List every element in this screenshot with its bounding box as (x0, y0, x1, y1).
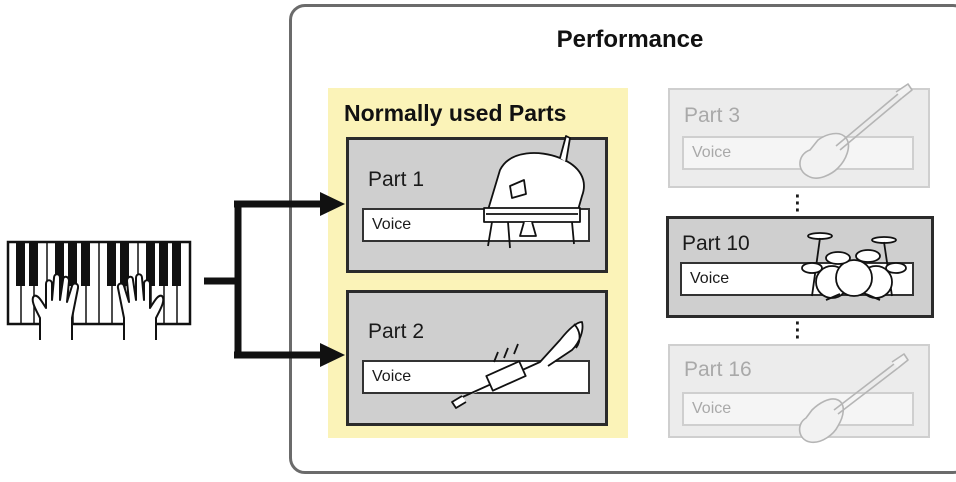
trumpet-icon (451, 321, 584, 409)
routing-arrows (204, 200, 322, 359)
performance-title: Performance (556, 26, 704, 53)
part-16-voice-field: Voice (682, 392, 914, 426)
normal-parts-title: Normally used Parts (344, 100, 567, 126)
part-3-voice-field: Voice (682, 136, 914, 170)
part-10-label: Part 10 (682, 232, 750, 255)
electric-guitar-icon (799, 83, 913, 179)
ellipsis-lower: ··· (794, 313, 802, 349)
part-3-label: Part 3 (684, 104, 741, 127)
left-hand-icon (31, 273, 80, 340)
bass-guitar-icon (798, 353, 909, 444)
arrow-to-part-2 (320, 343, 345, 367)
grand-piano-icon (483, 135, 585, 249)
part-2-voice-field: Voice (362, 360, 590, 394)
part-2-box (346, 290, 608, 426)
arrow-to-part-1 (320, 192, 345, 216)
right-hand-icon (116, 273, 165, 340)
drum-kit-icon (801, 232, 907, 301)
keyboard-icon (6, 240, 192, 326)
part-16-label: Part 16 (684, 358, 752, 381)
ellipsis-upper: ··· (794, 186, 802, 222)
part-1-label: Part 1 (368, 168, 425, 191)
part-2-label: Part 2 (368, 320, 425, 343)
